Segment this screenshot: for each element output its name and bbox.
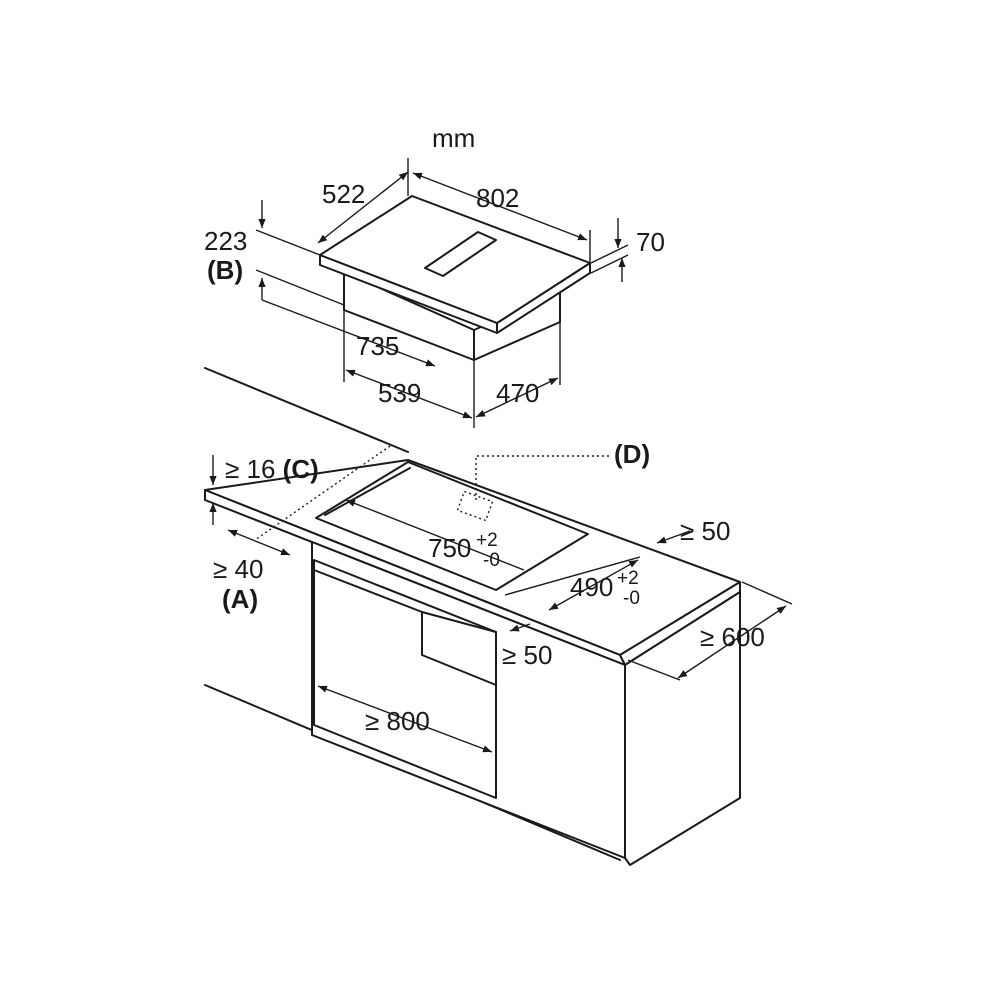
ref-d-label: (D) — [614, 439, 650, 469]
dim-line-40 — [227, 529, 291, 556]
dim-490: 490 — [570, 572, 613, 602]
dim-line-800 — [317, 685, 493, 753]
worktop-cutout — [315, 461, 589, 591]
dim-front-gap-16: ≥ 16 (C) — [225, 454, 319, 484]
dim-line-490 — [548, 559, 639, 611]
dim-223: 223 — [204, 226, 247, 256]
dim-worktop-600: ≥ 600 — [700, 622, 765, 652]
dim-line-470 — [475, 377, 559, 418]
hob-drawing — [255, 158, 629, 428]
dim-735: 735 — [356, 331, 399, 361]
dim-line-522 — [317, 171, 409, 244]
dim-line-750 — [345, 499, 525, 571]
dim-522: 522 — [322, 179, 365, 209]
dim-line-600 — [677, 605, 787, 679]
dim-cabinet-800: ≥ 800 — [365, 706, 430, 736]
dim-750: 750 — [428, 533, 471, 563]
ref-b-label: (B) — [207, 255, 243, 285]
dim-750-tol-minus: -0 — [483, 550, 500, 571]
dim-line-539 — [345, 369, 473, 419]
power-socket-d — [456, 490, 494, 522]
dim-750-tol-plus: +2 — [476, 530, 498, 551]
unit-label: mm — [432, 123, 475, 153]
cabinet-opening — [313, 559, 497, 799]
dim-70: 70 — [636, 227, 665, 257]
dim-line-735 — [261, 299, 436, 367]
dim-490-tol-plus: +2 — [617, 568, 639, 589]
dim-539: 539 — [378, 378, 421, 408]
dim-470: 470 — [496, 378, 539, 408]
dim-side-gap-50: ≥ 50 — [502, 640, 552, 670]
ref-a-label: (A) — [222, 584, 258, 614]
dim-802: 802 — [476, 183, 519, 213]
dim-back-gap-50: ≥ 50 — [680, 516, 730, 546]
worktop-drawing — [204, 367, 793, 866]
dim-490-tol-minus: -0 — [623, 588, 640, 609]
dim-line-802 — [412, 172, 588, 241]
dim-front-edge-40: ≥ 40 — [213, 554, 263, 584]
